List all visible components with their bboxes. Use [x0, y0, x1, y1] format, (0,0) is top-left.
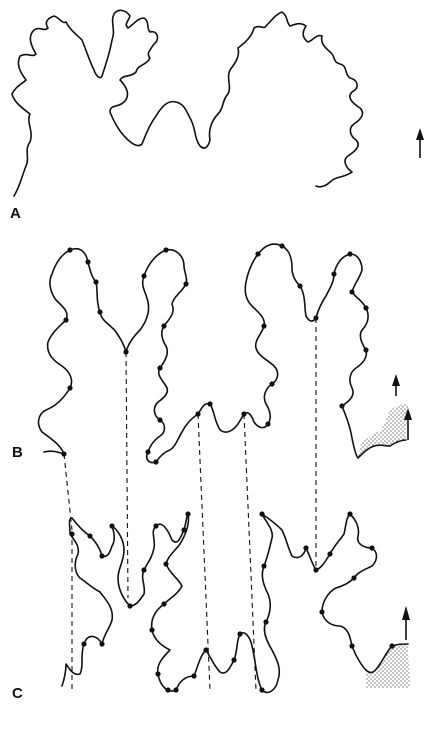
suture-dots-b	[61, 243, 369, 465]
suture-line-c	[61, 513, 409, 694]
shaded-region-c	[366, 644, 410, 688]
correlation-lines	[63, 318, 317, 691]
growth-arrowhead-a	[416, 128, 424, 140]
panel-b: B	[12, 243, 412, 465]
growth-arrowhead-b-tick	[392, 374, 400, 386]
panel-a: A	[10, 9, 424, 222]
growth-arrowhead-c	[402, 606, 410, 620]
panel-label-c: C	[12, 685, 23, 702]
panel-c: C	[12, 511, 410, 702]
suture-line-b	[37, 243, 407, 464]
suture-line-a	[11, 9, 364, 197]
panel-label-a: A	[10, 205, 21, 222]
shaded-region-b	[358, 404, 408, 458]
suture-dots-c	[69, 511, 395, 693]
growth-arrowhead-b	[404, 408, 412, 420]
panel-label-b: B	[12, 444, 23, 461]
